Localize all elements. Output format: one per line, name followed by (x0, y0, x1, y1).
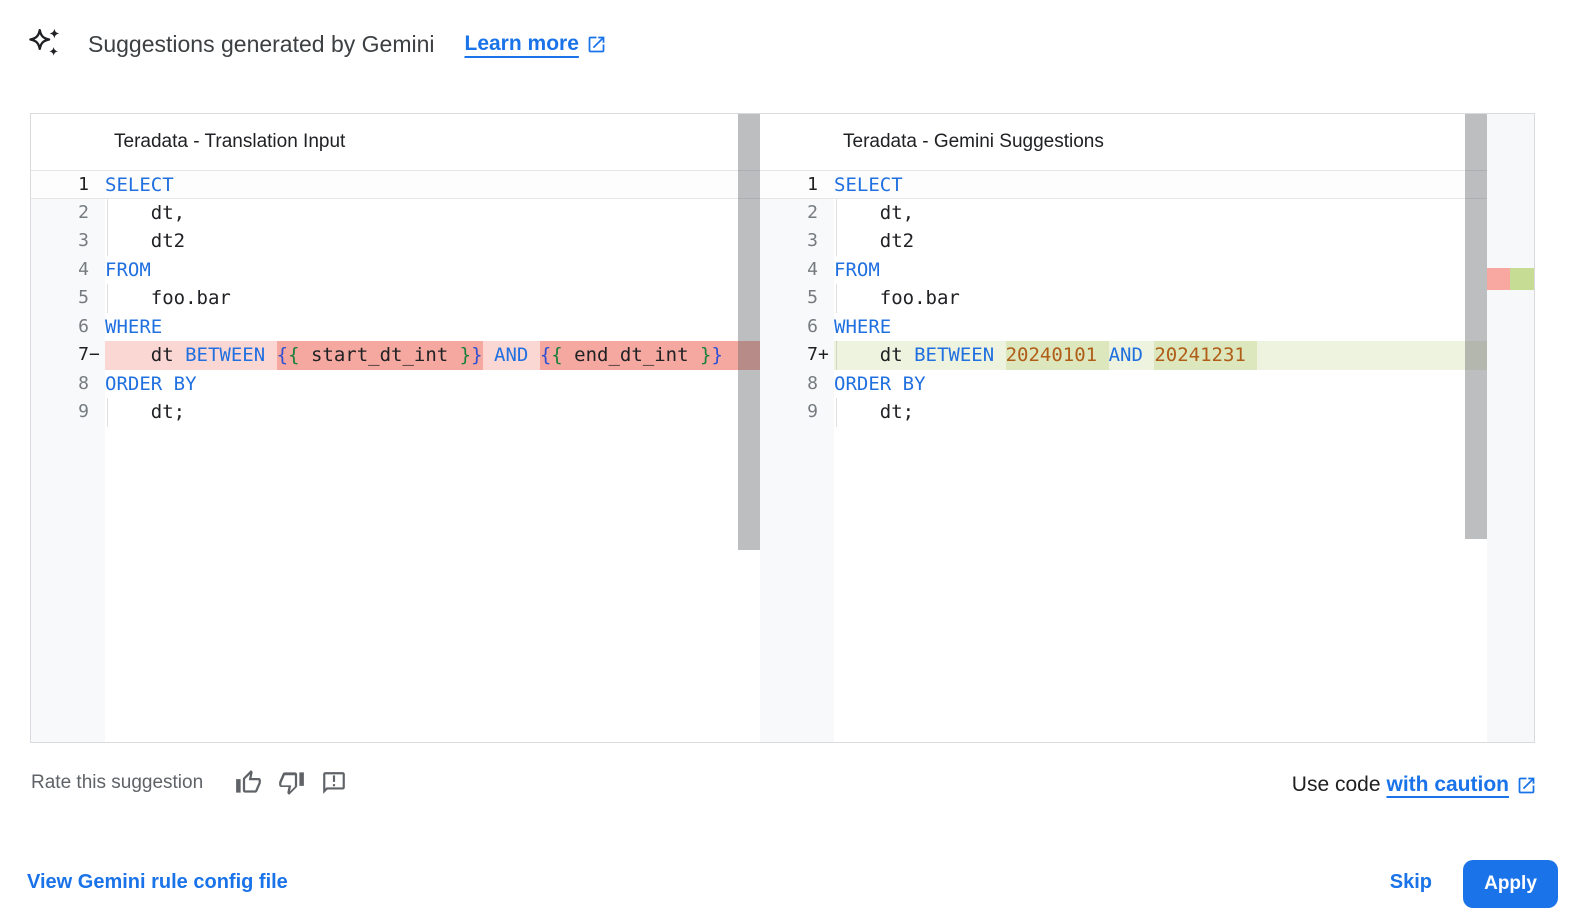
code-text: foo.bar (834, 284, 1487, 313)
view-gemini-rule-config-link[interactable]: View Gemini rule config file (27, 871, 288, 893)
open-in-new-icon (588, 36, 605, 52)
line-number: 4 (31, 255, 105, 284)
code-text: ORDER BY (105, 372, 197, 395)
code-text: FROM (834, 258, 880, 281)
code-text: SELECT (105, 174, 174, 196)
line-number: 2 (760, 198, 834, 227)
line-number: 1 (78, 174, 89, 195)
thumb-down-button[interactable] (278, 769, 305, 796)
code-line: 2 dt, (760, 198, 1487, 227)
code-text: ORDER BY (834, 372, 926, 395)
rate-row: Rate this suggestion (31, 769, 355, 796)
code-text: WHERE (105, 315, 163, 338)
code-text: dt; (105, 398, 760, 427)
line-number: 9 (760, 398, 834, 427)
line-number: 6 (760, 312, 834, 341)
use-code-text: Use code (1291, 773, 1381, 796)
line-number: 7− (31, 341, 105, 370)
code-text: dt2 (105, 227, 760, 256)
panel-right-title: Teradata - Gemini Suggestions (760, 114, 1487, 170)
code-line: 5 foo.bar (760, 284, 1487, 313)
thumb-up-icon (236, 770, 262, 793)
thumb-up-button[interactable] (235, 769, 262, 796)
addition-marker (1510, 268, 1534, 290)
code-text: WHERE (834, 315, 892, 338)
diff-change-marker[interactable] (1487, 268, 1534, 290)
line-number: 9 (31, 398, 105, 427)
line-number: 5 (31, 284, 105, 313)
code-line: 7+ dt BETWEEN 20240101 AND 20241231 (760, 341, 1487, 370)
code-text: SELECT (834, 174, 903, 196)
use-code-caution: Use code with caution (1292, 773, 1537, 797)
scrollbar-right[interactable] (1465, 114, 1487, 539)
page-title: Suggestions generated by Gemini (88, 30, 435, 57)
code-line: 2 dt, (31, 198, 760, 227)
line-number: 6 (31, 312, 105, 341)
header: Suggestions generated by Gemini Learn mo… (27, 26, 607, 62)
open-in-new-icon (1518, 777, 1535, 793)
panel-left-title: Teradata - Translation Input (31, 114, 760, 170)
deletion-marker (1487, 268, 1510, 290)
skip-button[interactable]: Skip (1389, 871, 1432, 893)
rate-label: Rate this suggestion (31, 771, 204, 793)
feedback-icon (323, 771, 346, 794)
line-number: 8 (31, 369, 105, 398)
diff-overview-ruler[interactable] (1487, 114, 1534, 742)
code-line: 3 dt2 (31, 227, 760, 256)
code-text: dt BETWEEN 20240101 AND 20241231 (834, 341, 1487, 370)
apply-button[interactable]: Apply (1463, 860, 1558, 908)
code-text: dt, (105, 198, 760, 227)
code-line: 5 foo.bar (31, 284, 760, 313)
code-line: 3 dt2 (760, 227, 1487, 256)
code-line: 1 SELECT (31, 170, 760, 199)
thumb-down-icon (279, 772, 305, 795)
code-text: dt, (834, 198, 1487, 227)
gemini-sparkle-icon (29, 28, 60, 56)
code-text: FROM (105, 258, 151, 281)
learn-more-link[interactable]: Learn more (465, 32, 607, 56)
code-text: dt2 (834, 227, 1487, 256)
code-line: 1 SELECT (760, 170, 1487, 199)
code-line: 7− dt BETWEEN {{ start_dt_int }} AND {{ … (31, 341, 760, 370)
line-number: 2 (31, 198, 105, 227)
learn-more-label: Learn more (464, 32, 579, 55)
scrollbar-left[interactable] (738, 114, 760, 550)
line-number: 8 (760, 369, 834, 398)
line-number: 7+ (760, 341, 834, 370)
code-text: foo.bar (105, 284, 760, 313)
feedback-button[interactable] (321, 770, 347, 796)
line-number: 1 (807, 174, 818, 195)
code-text: dt BETWEEN {{ start_dt_int }} AND {{ end… (105, 341, 760, 370)
code-line: 9 dt; (760, 398, 1487, 427)
code-text: dt; (834, 398, 1487, 427)
rate-icons (227, 769, 355, 796)
line-number: 5 (760, 284, 834, 313)
code-line: 9 dt; (31, 398, 760, 427)
line-number: 4 (760, 255, 834, 284)
line-number: 3 (31, 227, 105, 256)
line-number: 3 (760, 227, 834, 256)
with-caution-link[interactable]: with caution (1386, 773, 1510, 796)
